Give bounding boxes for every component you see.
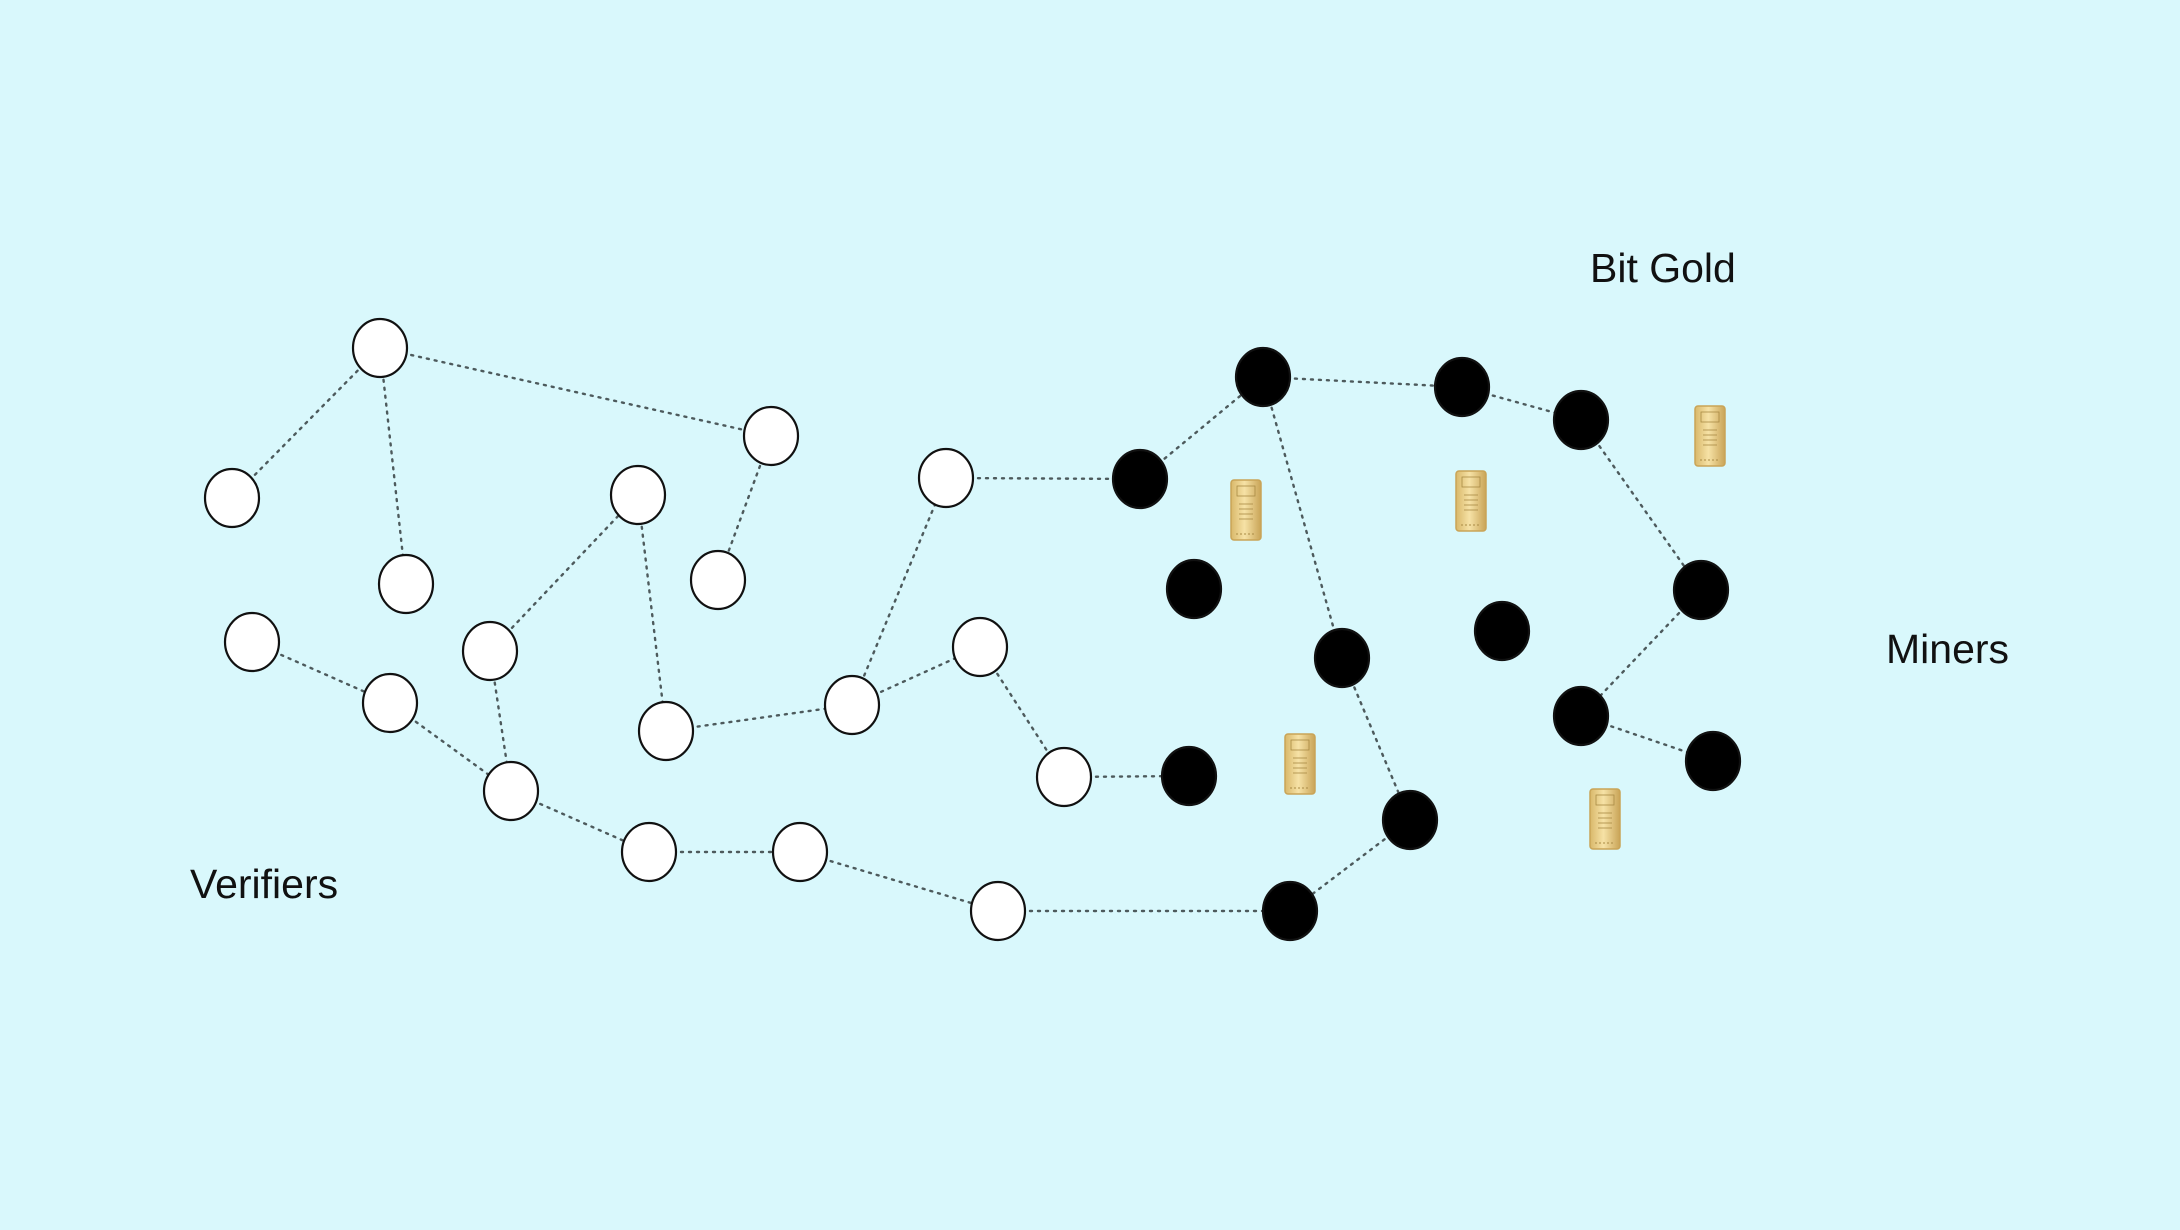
- verifier-node: [361, 672, 419, 734]
- miner-node: [1165, 558, 1223, 620]
- verifier-node: [917, 447, 975, 509]
- miner-node: [1433, 356, 1491, 418]
- verifier-node: [203, 467, 261, 529]
- miner-node: [1381, 789, 1439, 851]
- edge: [378, 346, 408, 586]
- verifier-node: [951, 616, 1009, 678]
- verifier-node: [609, 464, 667, 526]
- miner-node: [1234, 346, 1292, 408]
- edge: [636, 493, 668, 733]
- verifier-node: [482, 760, 540, 822]
- miner-node: [1313, 627, 1371, 689]
- edge: [850, 476, 948, 707]
- verifier-node: [637, 700, 695, 762]
- edge: [944, 476, 1142, 481]
- miner-node: [1160, 745, 1218, 807]
- gold-bar-icon: [1455, 470, 1487, 532]
- edge: [1261, 375, 1344, 660]
- verifier-node: [823, 674, 881, 736]
- bit-gold-label: Bit Gold: [1590, 245, 1736, 291]
- miner-node: [1672, 559, 1730, 621]
- verifier-node: [969, 880, 1027, 942]
- verifier-node: [689, 549, 747, 611]
- miner-node: [1552, 685, 1610, 747]
- verifier-node: [620, 821, 678, 883]
- edge: [378, 346, 773, 438]
- edge: [664, 703, 854, 733]
- verifier-node: [1035, 746, 1093, 808]
- miner-node: [1473, 600, 1531, 662]
- miners-label: Miners: [1886, 626, 2009, 672]
- verifier-node: [742, 405, 800, 467]
- gold-bar-icon: [1694, 405, 1726, 467]
- gold-bar-icon: [1589, 788, 1621, 850]
- edge: [488, 493, 640, 653]
- verifier-node: [377, 553, 435, 615]
- miner-node: [1552, 389, 1610, 451]
- verifier-node: [223, 611, 281, 673]
- nodes-layer: [203, 317, 1742, 942]
- miner-node: [1111, 448, 1169, 510]
- edge: [1579, 418, 1703, 592]
- edge: [230, 346, 382, 500]
- gold-bar-icon: [1230, 479, 1262, 541]
- verifier-node: [771, 821, 829, 883]
- gold-bar-icon: [1284, 733, 1316, 795]
- verifier-node: [461, 620, 519, 682]
- verifier-node: [351, 317, 409, 379]
- verifiers-label: Verifiers: [190, 861, 338, 907]
- gold-bars-layer: [1230, 405, 1726, 850]
- edge: [1261, 375, 1464, 389]
- miner-node: [1261, 880, 1319, 942]
- edge: [798, 850, 1000, 913]
- miner-node: [1684, 730, 1742, 792]
